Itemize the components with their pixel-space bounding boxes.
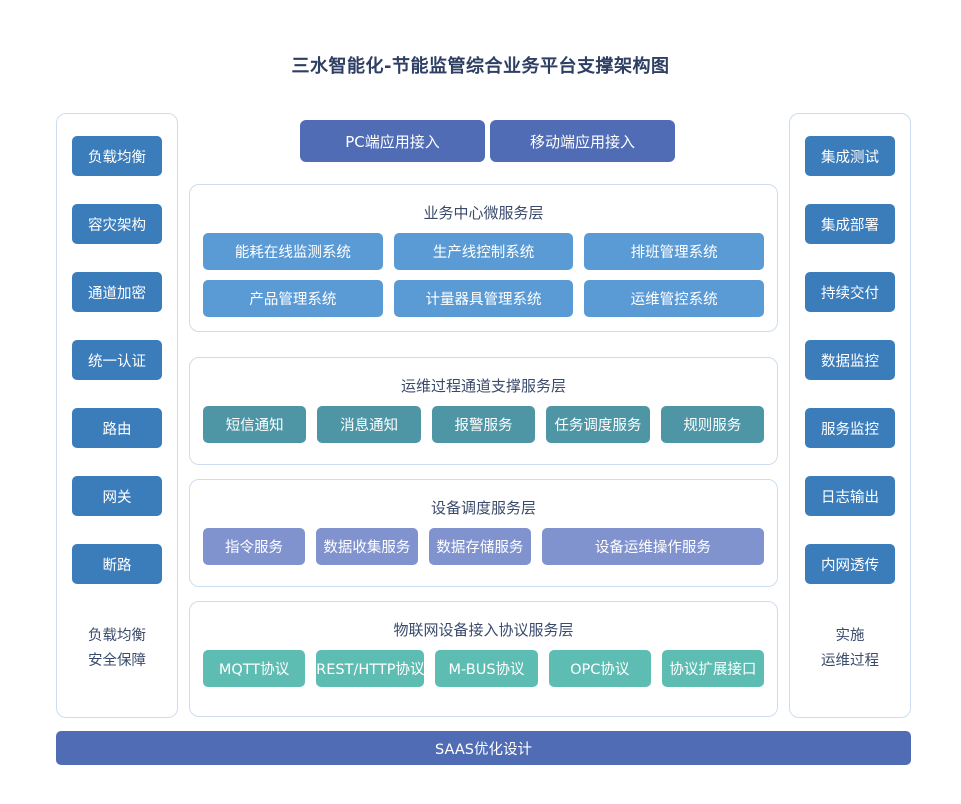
sidebar-item-left-0[interactable]: 负载均衡: [72, 136, 162, 176]
business-node-4[interactable]: 计量器具管理系统: [393, 280, 574, 317]
pc-access-button[interactable]: PC端应用接入: [300, 120, 485, 162]
business-node-5[interactable]: 运维管控系统: [584, 280, 765, 317]
sidebar-item-left-6[interactable]: 断路: [72, 544, 162, 584]
ops-layer-row-1: 短信通知 消息通知 报警服务 任务调度服务 规则服务: [190, 406, 777, 443]
right-capability-column: 集成测试 集成部署 持续交付 数据监控 服务监控 日志输出 内网透传 实施 运维…: [789, 113, 911, 718]
left-capability-column: 负载均衡 容灾架构 通道加密 统一认证 路由 网关 断路 负载均衡 安全保障: [56, 113, 178, 718]
device-node-2[interactable]: 数据存储服务: [428, 528, 531, 565]
sidebar-item-left-2[interactable]: 通道加密: [72, 272, 162, 312]
mobile-access-button[interactable]: 移动端应用接入: [490, 120, 675, 162]
sidebar-item-left-1[interactable]: 容灾架构: [72, 204, 162, 244]
sidebar-item-left-4[interactable]: 路由: [72, 408, 162, 448]
iot-node-0[interactable]: MQTT协议: [203, 650, 306, 687]
page-title: 三水智能化-节能监管综合业务平台支撑架构图: [291, 56, 670, 77]
iot-node-1[interactable]: REST/HTTP协议: [316, 650, 425, 687]
ops-node-4[interactable]: 规则服务: [660, 406, 765, 443]
sidebar-item-right-4[interactable]: 服务监控: [805, 408, 895, 448]
business-node-1[interactable]: 生产线控制系统: [393, 233, 574, 270]
right-column-footer: 实施 运维过程: [821, 624, 879, 674]
device-node-3[interactable]: 设备运维操作服务: [541, 528, 765, 565]
sidebar-item-left-3[interactable]: 统一认证: [72, 340, 162, 380]
business-layer-row-2: 产品管理系统 计量器具管理系统 运维管控系统: [190, 280, 777, 317]
business-node-3[interactable]: 产品管理系统: [203, 280, 383, 317]
iot-node-4[interactable]: 协议扩展接口: [661, 650, 764, 687]
device-layer-title: 设备调度服务层: [430, 499, 536, 517]
ops-layer-title: 运维过程通道支撑服务层: [400, 377, 566, 395]
ops-node-2[interactable]: 报警服务: [431, 406, 536, 443]
ops-node-0[interactable]: 短信通知: [202, 406, 307, 443]
right-column-footer-line2: 运维过程: [821, 653, 879, 669]
ops-channel-support-layer: 运维过程通道支撑服务层 短信通知 消息通知 报警服务 任务调度服务 规则服务: [189, 357, 778, 465]
device-layer-row-1: 指令服务 数据收集服务 数据存储服务 设备运维操作服务: [190, 528, 777, 565]
iot-layer-row-1: MQTT协议 REST/HTTP协议 M-BUS协议 OPC协议 协议扩展接口: [190, 650, 777, 687]
device-node-0[interactable]: 指令服务: [203, 528, 305, 565]
business-microservice-layer: 业务中心微服务层 能耗在线监测系统 生产线控制系统 排班管理系统 产品管理系统 …: [189, 184, 778, 332]
ops-node-1[interactable]: 消息通知: [317, 406, 421, 443]
business-node-0[interactable]: 能耗在线监测系统: [203, 233, 383, 270]
iot-layer-title: 物联网设备接入协议服务层: [393, 621, 574, 639]
sidebar-item-right-1[interactable]: 集成部署: [805, 204, 895, 244]
sidebar-item-right-3[interactable]: 数据监控: [805, 340, 895, 380]
business-layer-title: 业务中心微服务层: [423, 204, 544, 222]
iot-node-3[interactable]: OPC协议: [548, 650, 651, 687]
sidebar-item-left-5[interactable]: 网关: [72, 476, 162, 516]
ops-node-3[interactable]: 任务调度服务: [546, 406, 650, 443]
sidebar-item-right-2[interactable]: 持续交付: [805, 272, 895, 312]
device-node-1[interactable]: 数据收集服务: [315, 528, 418, 565]
right-column-footer-line1: 实施: [835, 628, 865, 644]
iot-node-2[interactable]: M-BUS协议: [435, 650, 538, 687]
sidebar-item-right-5[interactable]: 日志输出: [805, 476, 895, 516]
business-node-2[interactable]: 排班管理系统: [584, 233, 765, 270]
left-column-footer: 负载均衡 安全保障: [88, 624, 146, 674]
iot-protocol-access-layer: 物联网设备接入协议服务层 MQTT协议 REST/HTTP协议 M-BUS协议 …: [189, 601, 778, 717]
business-layer-row-1: 能耗在线监测系统 生产线控制系统 排班管理系统: [190, 233, 777, 270]
left-column-footer-line2: 安全保障: [88, 653, 146, 669]
left-column-footer-line1: 负载均衡: [88, 628, 146, 644]
device-scheduling-layer: 设备调度服务层 指令服务 数据收集服务 数据存储服务 设备运维操作服务: [189, 479, 778, 587]
saas-optimization-bar[interactable]: SAAS优化设计: [56, 731, 911, 765]
sidebar-item-right-0[interactable]: 集成测试: [805, 136, 895, 176]
sidebar-item-right-6[interactable]: 内网透传: [805, 544, 895, 584]
